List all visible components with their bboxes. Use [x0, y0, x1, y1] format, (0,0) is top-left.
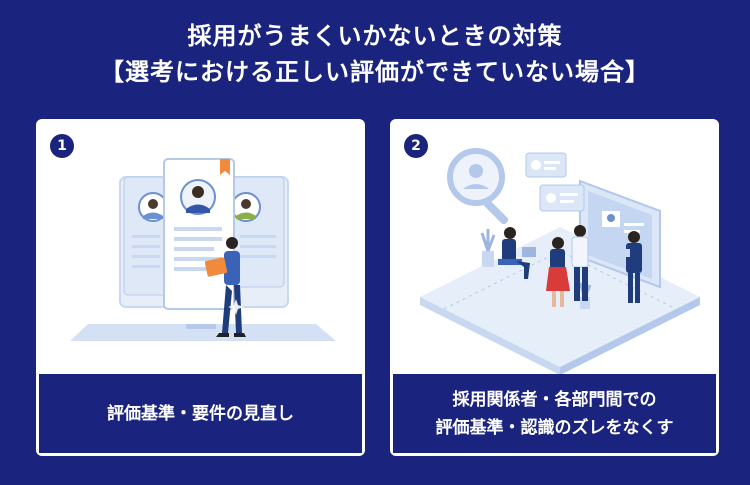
title-line-1: 採用がうまくいかないときの対策: [187, 22, 563, 50]
caption-line-2: 評価基準・認識のズレをなくす: [435, 417, 674, 438]
title-line-2: 【選考における正しい評価ができていない場合】: [100, 58, 650, 86]
caption-line-1: 採用関係者・各部門間での: [452, 389, 657, 410]
card-2: 2 採用関係者・各部門間での 評価基準・認識のズレをなくす: [390, 119, 719, 456]
card-caption: 評価基準・要件の見直し: [39, 374, 362, 453]
card-1: 1 評価基準・要件の見直し: [36, 119, 365, 456]
caption-line: 評価基準・要件の見直し: [107, 403, 294, 424]
step-number-badge: 1: [50, 134, 74, 158]
team-evaluation-illustration: [420, 148, 700, 375]
step-number-badge: 2: [404, 134, 428, 158]
page-title: 採用がうまくいかないときの対策 【選考における正しい評価ができていない場合】: [0, 18, 750, 90]
resume-review-illustration: [70, 158, 336, 341]
card-caption: 採用関係者・各部門間での 評価基準・認識のズレをなくす: [393, 374, 716, 453]
